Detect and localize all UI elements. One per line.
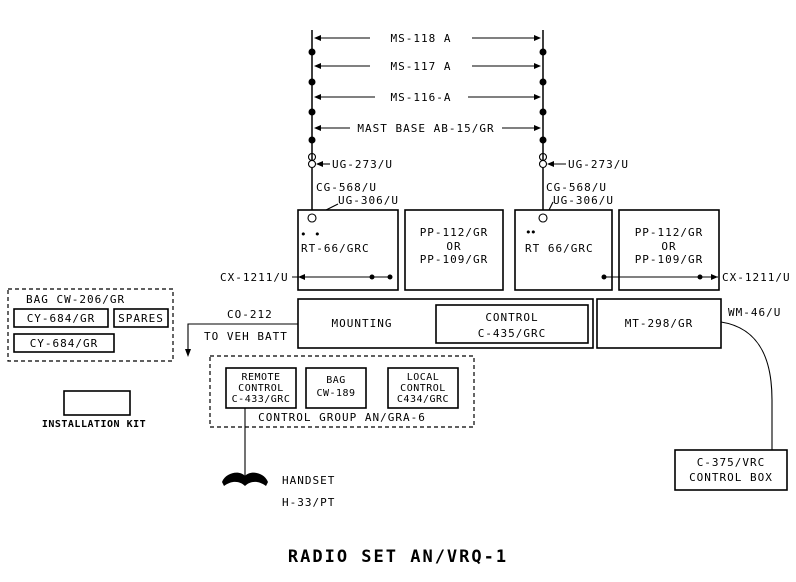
mast-ms117: MS-117 A <box>308 60 547 86</box>
mast-base: MAST BASE AB-15/GR <box>308 122 547 144</box>
right-rt-box: • • RT 66/GRC <box>514 209 613 291</box>
control-group-label: CONTROL GROUP AN/GRA-6 <box>258 411 426 424</box>
remote-control-l1: REMOTE <box>241 372 280 383</box>
co212-label: CO-212 <box>227 308 273 321</box>
handset-line1: HANDSET <box>282 474 335 487</box>
ms117-label: MS-117 A <box>391 60 452 73</box>
bag-cw189-l1: BAG <box>326 375 346 386</box>
bag-cw206-group: BAG CW-206/GR CY-684/GR SPARES CY-684/GR <box>7 288 174 362</box>
left-pp-box: PP-112/GR OR PP-109/GR <box>404 209 504 291</box>
wm46-cable: WM-46/U <box>720 306 781 450</box>
spares-label: SPARES <box>118 312 164 325</box>
installation-kit: INSTALLATION KIT <box>42 390 146 430</box>
right-rt-label: RT 66/GRC <box>525 242 594 255</box>
right-ug306-label: UG-306/U <box>553 194 614 207</box>
control-box-line2: CONTROL BOX <box>689 471 773 484</box>
installation-kit-label: INSTALLATION KIT <box>42 419 146 430</box>
svg-text:•: • <box>530 226 538 239</box>
left-connectors: UG-273/U CG-568/U UG-306/U <box>307 152 399 215</box>
mast-base-label: MAST BASE AB-15/GR <box>357 122 494 135</box>
handset-line2: H-33/PT <box>282 496 335 509</box>
mounting-label: MOUNTING <box>332 317 393 330</box>
bag-cw189-l2: CW-189 <box>316 388 355 399</box>
right-cx-cable: CX-1211/U <box>601 271 791 284</box>
remote-control-l3: C-433/GRC <box>232 394 291 405</box>
right-pp-line2: PP-109/GR <box>635 253 704 266</box>
svg-text:•: • <box>314 228 322 241</box>
left-rt-label: RT-66/GRC <box>301 242 370 255</box>
control-group: REMOTE CONTROL C-433/GRC BAG CW-189 LOCA… <box>209 355 475 428</box>
mt298-label: MT-298/GR <box>625 317 694 330</box>
svg-text:•: • <box>300 228 308 241</box>
right-pp-box: PP-112/GR OR PP-109/GR <box>618 209 720 291</box>
control-c435-box: CONTROL C-435/GRC <box>435 304 589 344</box>
left-cg568-label: CG-568/U <box>316 181 377 194</box>
left-pp-or: OR <box>446 240 461 253</box>
right-pp-line1: PP-112/GR <box>635 226 704 239</box>
cy684-2-label: CY-684/GR <box>30 337 99 350</box>
control-line1: CONTROL <box>485 311 538 324</box>
left-rt-box: • • RT-66/GRC <box>297 209 399 291</box>
svg-text:•: • <box>525 226 533 239</box>
left-ug273-label: UG-273/U <box>332 158 393 171</box>
left-ug306-label: UG-306/U <box>338 194 399 207</box>
right-ug273-label: UG-273/U <box>568 158 629 171</box>
battery-cable: CO-212 TO VEH BATT <box>185 308 298 357</box>
handset-icon <box>222 472 268 486</box>
handset: HANDSET H-33/PT <box>222 408 335 509</box>
wm46-label: WM-46/U <box>728 306 781 319</box>
local-control-l2: CONTROL <box>400 383 446 394</box>
right-cx-label: CX-1211/U <box>722 271 791 284</box>
ms118-label: MS-118 A <box>391 32 452 45</box>
diagram-title: RADIO SET AN/VRQ-1 <box>288 547 508 567</box>
right-pp-or: OR <box>661 240 676 253</box>
mast-ms118: MS-118 A <box>308 32 547 56</box>
remote-control-l2: CONTROL <box>238 383 284 394</box>
local-control-l1: LOCAL <box>407 372 440 383</box>
left-pp-line2: PP-109/GR <box>420 253 489 266</box>
right-cg568-label: CG-568/U <box>546 181 607 194</box>
control-box-c375: C-375/VRC CONTROL BOX <box>674 449 788 491</box>
bag-cw206-title: BAG CW-206/GR <box>26 293 125 306</box>
mast-ms116: MS-116-A <box>308 91 547 116</box>
control-line2: C-435/GRC <box>478 327 547 340</box>
to-veh-batt-label: TO VEH BATT <box>204 330 288 343</box>
mt298-box: MT-298/GR <box>596 298 722 349</box>
cy684-1-label: CY-684/GR <box>27 312 96 325</box>
left-pp-line1: PP-112/GR <box>420 226 489 239</box>
ms116-label: MS-116-A <box>391 91 452 104</box>
local-control-l3: C434/GRC <box>397 394 449 405</box>
left-cx-label: CX-1211/U <box>220 271 289 284</box>
left-cx-cable: CX-1211/U <box>220 271 393 284</box>
right-connectors: UG-273/U CG-568/U UG-306/U <box>538 152 629 215</box>
control-box-line1: C-375/VRC <box>697 456 766 469</box>
mast-sections: MS-118 A MS-117 A MS-116-A MAST BASE AB-… <box>308 30 547 160</box>
